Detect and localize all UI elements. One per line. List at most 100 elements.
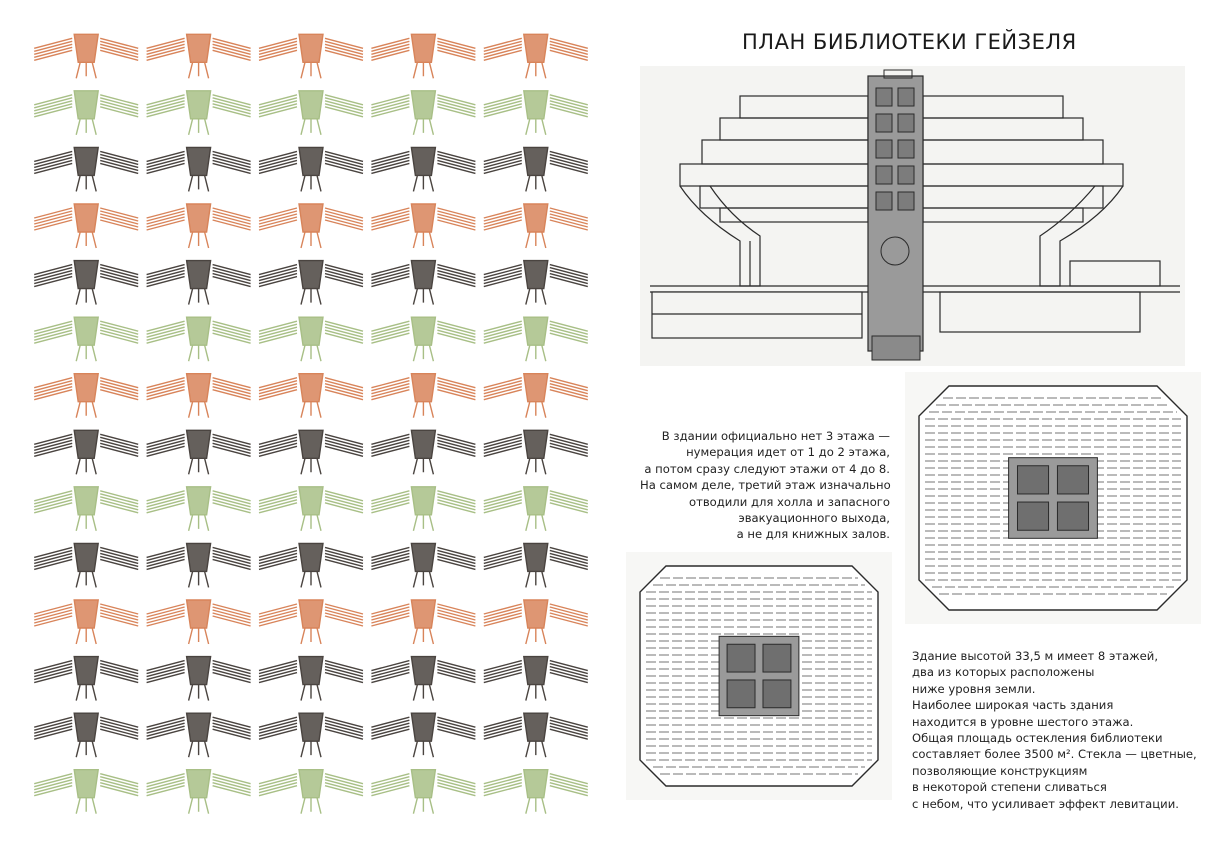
ornament-motif	[34, 542, 139, 588]
ornament-motif	[146, 90, 251, 136]
ornament-motif	[258, 373, 364, 418]
ornament-motif	[258, 146, 364, 192]
ornament-motif	[258, 769, 364, 814]
ornament-motif	[34, 259, 139, 305]
ornament-motif	[371, 316, 476, 362]
plan-core-room	[1016, 465, 1050, 495]
plan-core-room	[726, 679, 756, 709]
caption-line: нумерация идет от 1 до 2 этажа,	[686, 445, 890, 460]
ornament-motif	[34, 316, 139, 362]
ornament-motif	[146, 542, 251, 588]
caption-line: эвакуационного выхода,	[738, 511, 890, 526]
ornament-motif	[146, 146, 251, 192]
section-drawing	[640, 66, 1185, 366]
caption-line: а потом сразу следуют этажи от 4 до 8.	[644, 461, 890, 476]
ornament-motif	[146, 655, 251, 701]
bookshelf-rows	[925, 397, 1181, 595]
ornament-motif	[483, 373, 588, 418]
ornament-motif	[146, 486, 251, 532]
ornament-motif	[483, 655, 588, 701]
ornament-motif	[371, 486, 476, 532]
ornament-motif	[483, 33, 588, 79]
floor-plan-lower	[626, 552, 892, 800]
ornament-motif	[371, 655, 476, 701]
ornament-motif	[483, 203, 588, 249]
caption-line: На самом деле, третий этаж изначально	[640, 478, 891, 493]
ornament-motif	[146, 712, 251, 758]
ornament-motif	[371, 146, 476, 192]
ornament-motif	[34, 373, 139, 418]
ornament-motif	[371, 712, 476, 758]
section-drawing-svg	[650, 69, 1180, 361]
caption-line: а не для книжных залов.	[736, 527, 890, 542]
floor-plan-upper-svg	[918, 385, 1188, 611]
ornament-motif	[483, 90, 588, 136]
ornament-motif	[371, 373, 476, 418]
ornament-motif	[258, 486, 364, 532]
ornament-motif	[483, 146, 588, 192]
plan-core-room	[762, 643, 792, 673]
caption-line: Общая площадь остекления библиотеки	[912, 731, 1163, 746]
plan-core-room	[1016, 501, 1050, 531]
caption-line: В здании официально нет 3 этажа —	[661, 429, 890, 443]
ornament-motif	[371, 542, 476, 588]
ornament-pattern-svg	[34, 33, 588, 814]
plan-core-room	[1056, 465, 1090, 495]
ornament-motif	[483, 316, 588, 362]
ornament-motif	[483, 542, 588, 588]
ornament-motif	[34, 655, 139, 701]
ornament-motif	[146, 203, 251, 249]
ornament-motif	[371, 769, 476, 814]
ornament-motif	[371, 429, 476, 475]
ornament-motif	[146, 316, 251, 362]
caption-floor-numbering: В здании официально нет 3 этажа — нумера…	[640, 428, 891, 543]
ornament-motif	[34, 203, 139, 249]
ornament-motif	[258, 90, 364, 136]
ornament-motif	[483, 259, 588, 305]
floor-plan-lower-svg	[639, 565, 879, 787]
ornament-motif	[371, 33, 476, 79]
ornament-pattern	[30, 28, 592, 820]
ornament-motif	[146, 33, 251, 79]
caption-line: с небом, что усиливает эффект левитации.	[912, 796, 1179, 811]
ornament-motif	[34, 90, 139, 136]
caption-line: два из которых расположены	[912, 665, 1095, 680]
ornament-motif	[258, 712, 364, 758]
caption-line: позволяющие конструкциям	[912, 763, 1088, 778]
ornament-motif	[146, 599, 251, 645]
caption-line: ниже уровня земли.	[912, 681, 1036, 696]
ornament-motif	[146, 373, 251, 418]
ornament-motif	[258, 259, 364, 305]
ornament-motif	[483, 712, 588, 758]
ornament-motif	[258, 316, 364, 362]
caption-line: Здание высотой 33,5 м имеет 8 этажей,	[912, 649, 1159, 663]
plan-core-room	[762, 679, 792, 709]
page-title: ПЛАН БИБЛИОТЕКИ ГЕЙЗЕЛЯ	[742, 30, 1077, 54]
ornament-motif	[34, 599, 139, 645]
ornament-motif	[483, 429, 588, 475]
ornament-motif	[483, 769, 588, 814]
ornament-motif	[483, 486, 588, 532]
ornament-motif	[371, 203, 476, 249]
ornament-motif	[34, 769, 139, 814]
ornament-motif	[34, 146, 139, 192]
ornament-motif	[146, 769, 251, 814]
ornament-motif	[258, 203, 364, 249]
plan-core-room	[726, 643, 756, 673]
ornament-motif	[146, 429, 251, 475]
ornament-motif	[258, 599, 364, 645]
ornament-motif	[258, 542, 364, 588]
caption-line: в некоторой степени сливаться	[912, 780, 1107, 795]
caption-line: составляет более 3500 м². Стекла — цветн…	[912, 747, 1197, 762]
ornament-motif	[146, 259, 251, 305]
ornament-motif	[371, 599, 476, 645]
ornament-motif	[34, 33, 139, 79]
ornament-motif	[34, 486, 139, 532]
floor-plan-upper	[905, 372, 1201, 624]
ornament-motif	[483, 599, 588, 645]
ornament-motif	[258, 33, 364, 79]
ornament-motif	[34, 712, 139, 758]
plan-core-room	[1056, 501, 1090, 531]
caption-line: отводили для холла и запасного	[688, 494, 890, 509]
ornament-motif	[371, 90, 476, 136]
